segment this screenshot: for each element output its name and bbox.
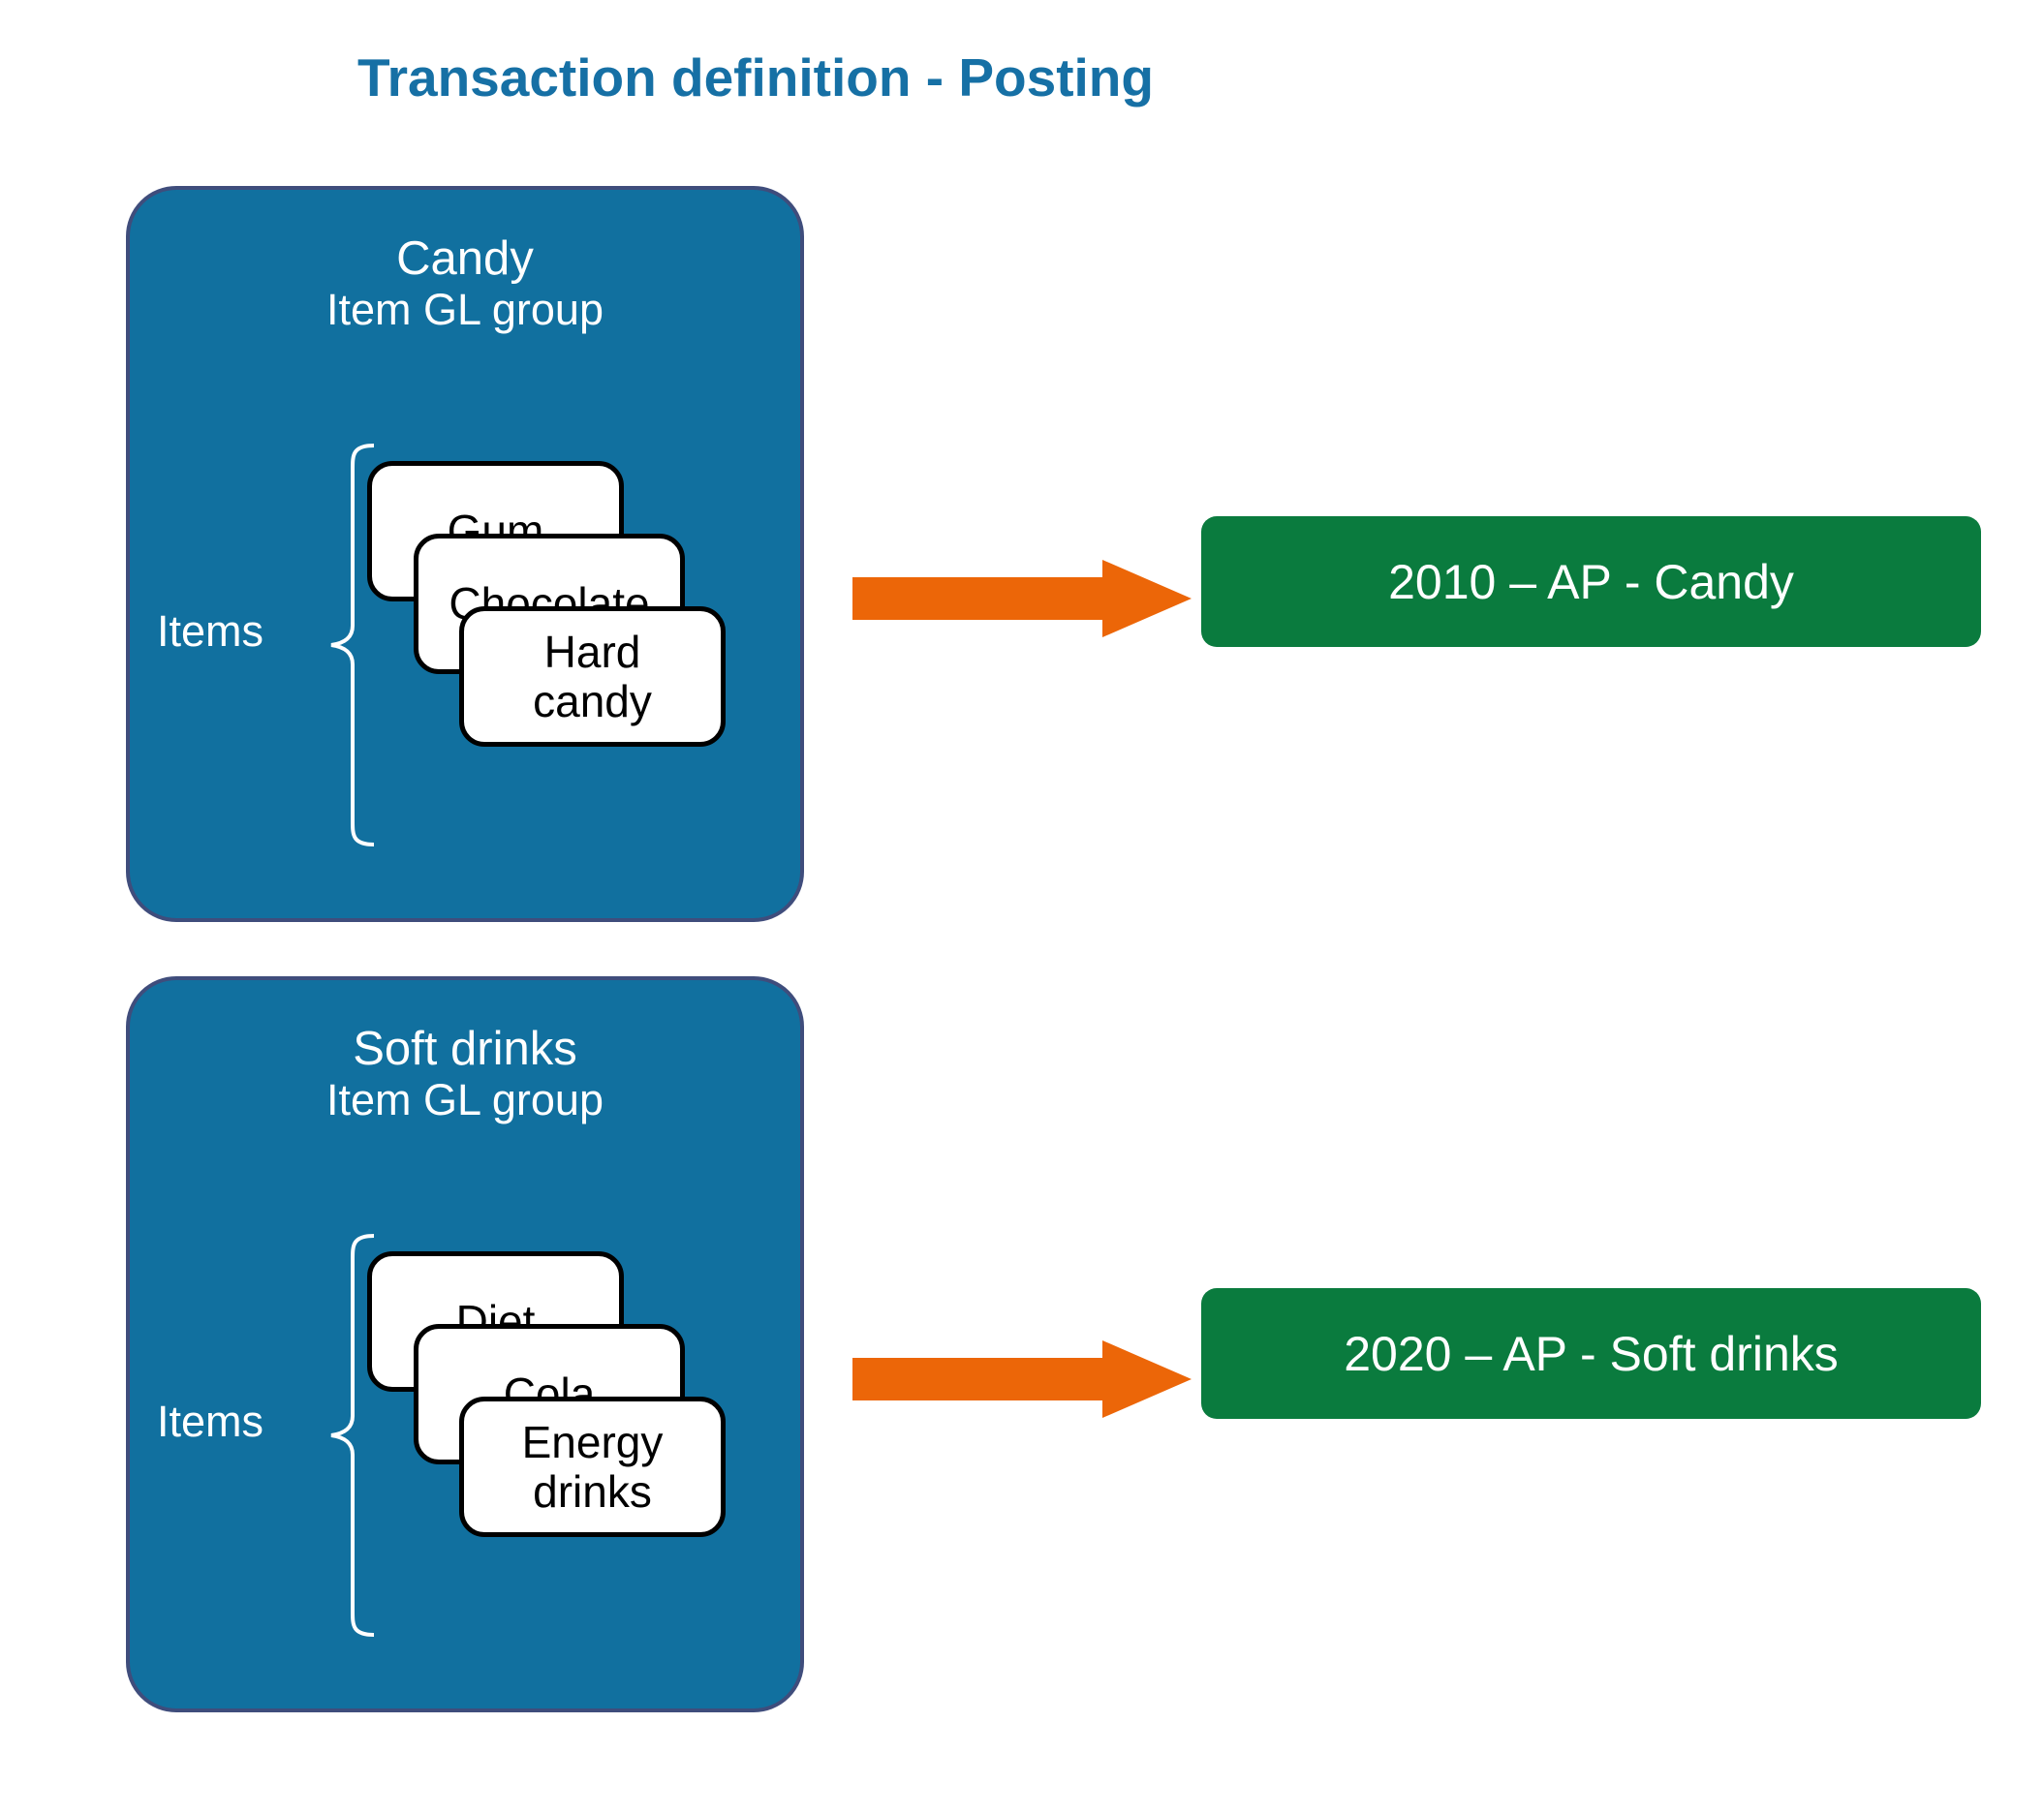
- arrow-softdrinks-to-account: [852, 1340, 1192, 1418]
- account-label-candy: 2010 – AP - Candy: [1388, 554, 1794, 609]
- item-card-hard-candy[interactable]: Hard candy: [459, 606, 726, 747]
- group-name-candy: Candy: [396, 232, 534, 285]
- item-card-energy-drinks-line1: Energy: [521, 1416, 664, 1467]
- page-title: Transaction definition - Posting: [357, 47, 1154, 108]
- account-box-candy[interactable]: 2010 – AP - Candy: [1201, 516, 1981, 647]
- item-card-energy-drinks[interactable]: Energy drinks: [459, 1397, 726, 1537]
- group-header-soft-drinks: Soft drinks Item GL group: [130, 1023, 800, 1124]
- arrow-candy-to-account: [852, 560, 1192, 637]
- item-card-hard-candy-line2: candy: [533, 675, 652, 726]
- group-subtitle-candy: Item GL group: [326, 284, 604, 334]
- account-box-soft-drinks[interactable]: 2020 – AP - Soft drinks: [1201, 1288, 1981, 1419]
- group-header-candy: Candy Item GL group: [130, 232, 800, 334]
- group-card-soft-drinks: Soft drinks Item GL group Items Diet Col…: [126, 976, 804, 1712]
- items-label-candy: Items: [157, 606, 264, 656]
- group-card-candy: Candy Item GL group Items Gum Chocolate …: [126, 186, 804, 922]
- item-card-hard-candy-line1: Hard: [543, 626, 641, 677]
- items-label-soft-drinks: Items: [157, 1397, 264, 1446]
- account-label-soft-drinks: 2020 – AP - Soft drinks: [1344, 1326, 1839, 1381]
- group-subtitle-soft-drinks: Item GL group: [326, 1074, 604, 1124]
- group-name-soft-drinks: Soft drinks: [353, 1023, 577, 1075]
- item-card-energy-drinks-line2: drinks: [533, 1465, 652, 1517]
